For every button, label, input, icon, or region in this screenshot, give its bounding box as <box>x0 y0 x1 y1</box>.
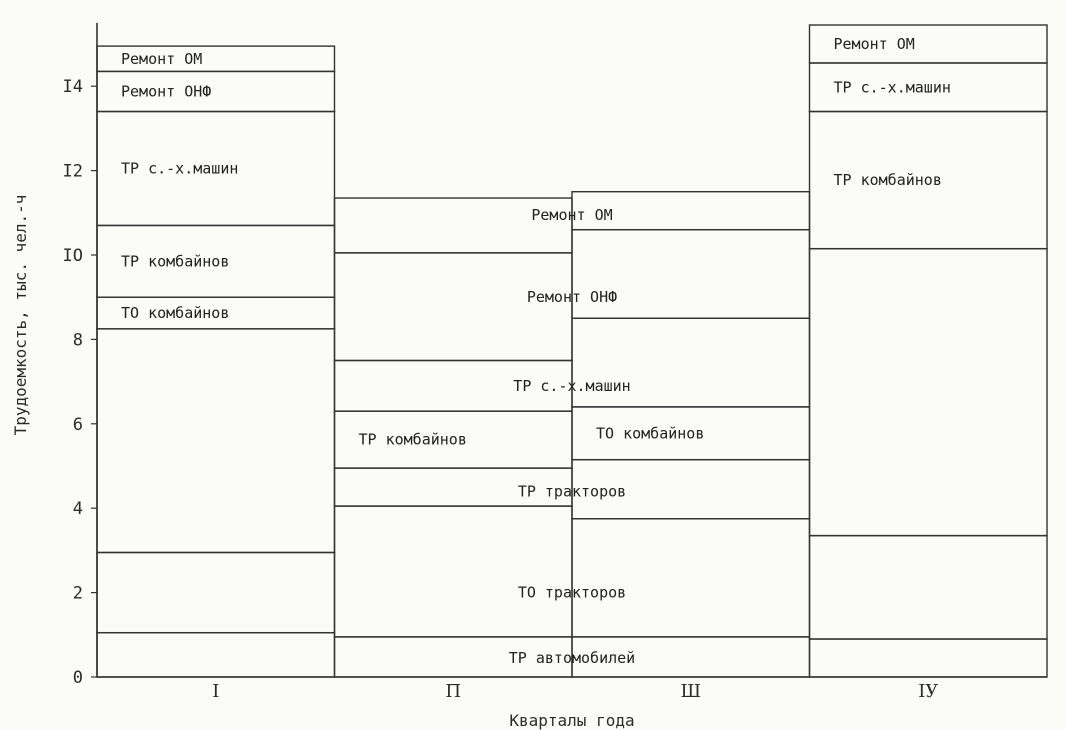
bar-segment <box>96 631 336 678</box>
segment-label: ТР комбайнов <box>834 171 942 189</box>
bar-segment <box>571 518 811 638</box>
segment-label: ТО комбайнов <box>596 424 704 442</box>
y-tick-label: 0 <box>73 668 83 688</box>
segment-label: Ремонт ОМ <box>121 50 202 68</box>
x-axis-label: Кварталы года <box>509 711 634 730</box>
x-tick-label: I <box>212 681 219 702</box>
bar-segment <box>808 247 1048 537</box>
segment-label: ТР комбайнов <box>359 431 467 449</box>
bar-segment <box>96 328 336 554</box>
y-tick-label: 2 <box>73 584 83 604</box>
y-tick-label: I4 <box>63 77 83 97</box>
y-tick-label: I2 <box>63 162 83 182</box>
segment-label: ТО комбайнов <box>121 304 229 322</box>
segment-label: ТР с.-х.машин <box>834 78 951 96</box>
segment-label: ТР комбайнов <box>121 252 229 270</box>
spanning-label: ТР автомобилей <box>509 649 635 667</box>
x-tick-label: Ш <box>680 681 701 702</box>
bar-segment <box>808 534 1048 640</box>
bar-segment <box>808 24 1048 64</box>
x-tick-label: П <box>445 681 461 702</box>
segment-label: Ремонт ОНФ <box>121 82 211 100</box>
bar-segment <box>96 551 336 634</box>
spanning-label: ТО тракторов <box>518 584 626 602</box>
spanning-label: Ремонт ОНФ <box>527 288 617 306</box>
segment-label: ТР с.-х.машин <box>121 159 238 177</box>
bar-segment <box>96 45 336 73</box>
y-tick-label: 8 <box>73 330 83 350</box>
bar-segment <box>333 505 573 638</box>
bar-segment <box>333 252 573 362</box>
y-tick-label: 6 <box>73 415 83 435</box>
x-tick-label: IУ <box>918 681 938 702</box>
spanning-label: ТР тракторов <box>518 482 626 500</box>
y-tick-label: IO <box>63 246 83 266</box>
y-tick-label: 4 <box>73 499 83 519</box>
bar-segment <box>808 638 1048 678</box>
spanning-label: Ремонт ОМ <box>531 206 612 224</box>
plot-area: 0 2 4 6 8 IO I2 I4 ТО комбайнов ТР комбайнов ТР с.… <box>63 22 1048 702</box>
spanning-label: ТР с.-х.машин <box>513 377 630 395</box>
segment-label: Ремонт ОМ <box>834 35 915 53</box>
y-axis-label: Трудоемкость, тыс. чел.-ч <box>11 195 30 436</box>
